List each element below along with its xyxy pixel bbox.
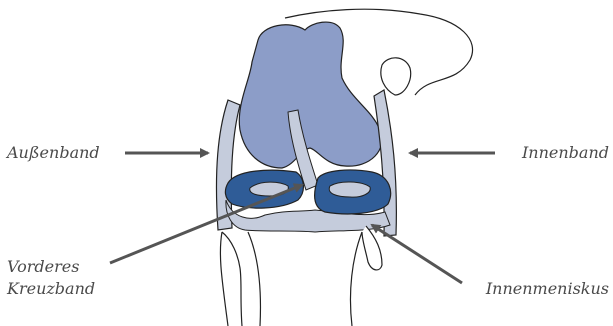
label-inner-ligament: Innenband xyxy=(522,143,609,163)
label-acl-line2: Kreuzband xyxy=(7,279,95,299)
tibia-bone xyxy=(248,232,362,326)
label-medial-meniscus: Innenmeniskus xyxy=(486,279,609,299)
medial-meniscus-inner xyxy=(329,182,370,197)
label-outer-ligament: Außenband xyxy=(7,143,100,163)
fibula-bone xyxy=(220,232,242,326)
label-acl-line1: Vorderes xyxy=(7,257,79,277)
femur-condyle xyxy=(239,22,382,168)
tibia-head-right xyxy=(362,226,382,270)
arrow-medial-meniscus xyxy=(372,225,462,283)
patella-outline xyxy=(381,58,411,95)
